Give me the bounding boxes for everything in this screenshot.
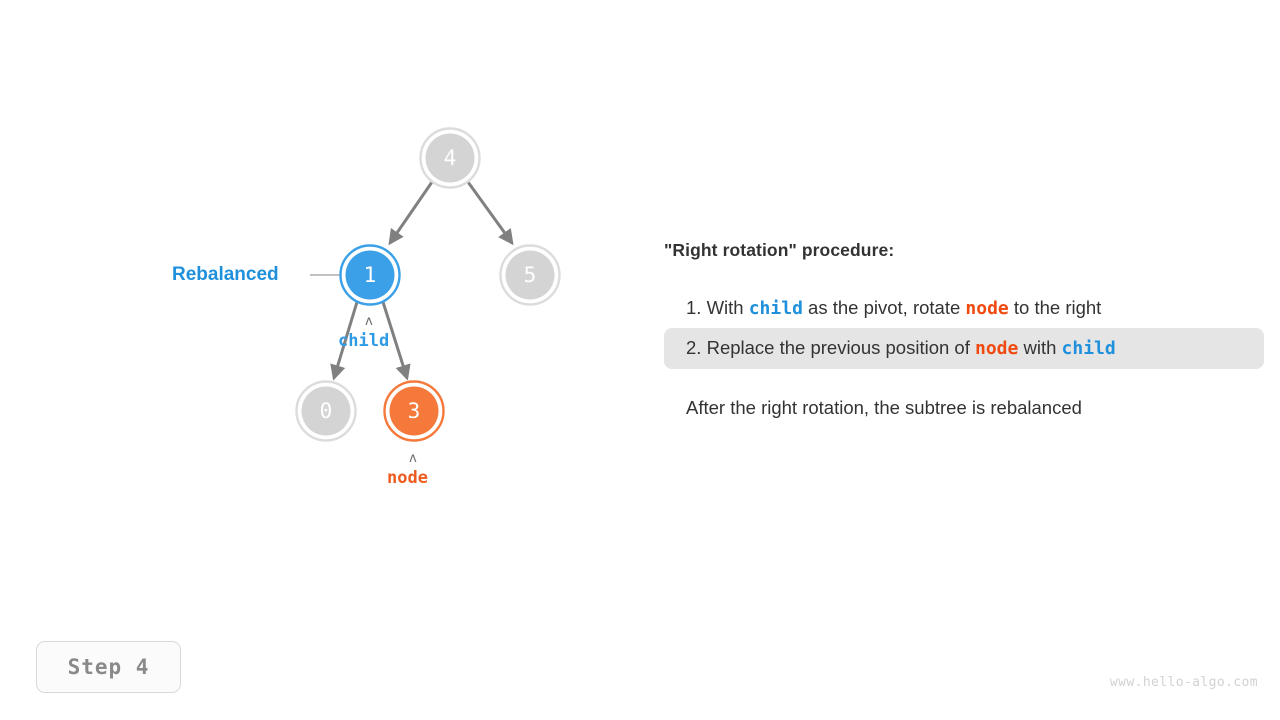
edge-1-to-3	[381, 301, 411, 381]
step-2-keyword-child: child	[1061, 338, 1116, 360]
panel-title: "Right rotation" procedure:	[664, 240, 895, 260]
tree-node-0[interactable]	[295, 380, 357, 442]
procedure-step-2: 2. Replace the previous position of node…	[664, 328, 1264, 369]
tree-node-3[interactable]	[383, 380, 445, 442]
step-1-text-c: to the right	[1008, 297, 1102, 318]
step-2-number: 2.	[686, 337, 707, 359]
step-1-keyword-node: node	[965, 298, 1009, 319]
watermark: www.hello-algo.com	[1109, 675, 1258, 690]
edge-4-to-5	[466, 181, 514, 246]
step-1-number: 1.	[686, 297, 707, 318]
step-badge-label: Step 4	[67, 655, 150, 679]
step-2-text-a: Replace the previous position of	[706, 337, 975, 359]
node-caret-icon: ʌ	[409, 451, 417, 466]
edge-4-to-1	[388, 181, 434, 246]
binary-tree-diagram	[295, 127, 561, 442]
tree-nodes	[295, 127, 561, 442]
child-label: child	[338, 331, 390, 351]
step-1-text-a: With	[706, 297, 749, 318]
edge-1-to-0	[330, 301, 359, 381]
step-2-text-b: with	[1018, 337, 1062, 359]
tree-node-5[interactable]	[499, 244, 561, 306]
panel-footnote: After the right rotation, the subtree is…	[686, 396, 1082, 418]
procedure-step-1: 1. With child as the pivot, rotate node …	[664, 288, 1264, 328]
tree-node-4[interactable]	[419, 127, 481, 189]
rebalanced-label: Rebalanced	[172, 264, 279, 285]
procedure-panel: "Right rotation" procedure: 1. With chil…	[664, 240, 1264, 419]
tree-edges	[330, 181, 514, 381]
step-badge: Step 4	[36, 641, 181, 693]
step-2-keyword-node: node	[975, 338, 1019, 360]
tree-node-1[interactable]	[339, 244, 401, 306]
step-1-keyword-child: child	[748, 298, 803, 319]
child-caret-icon: ʌ	[365, 314, 373, 329]
step-1-text-b: as the pivot, rotate	[802, 297, 966, 318]
node-label: node	[387, 468, 428, 488]
